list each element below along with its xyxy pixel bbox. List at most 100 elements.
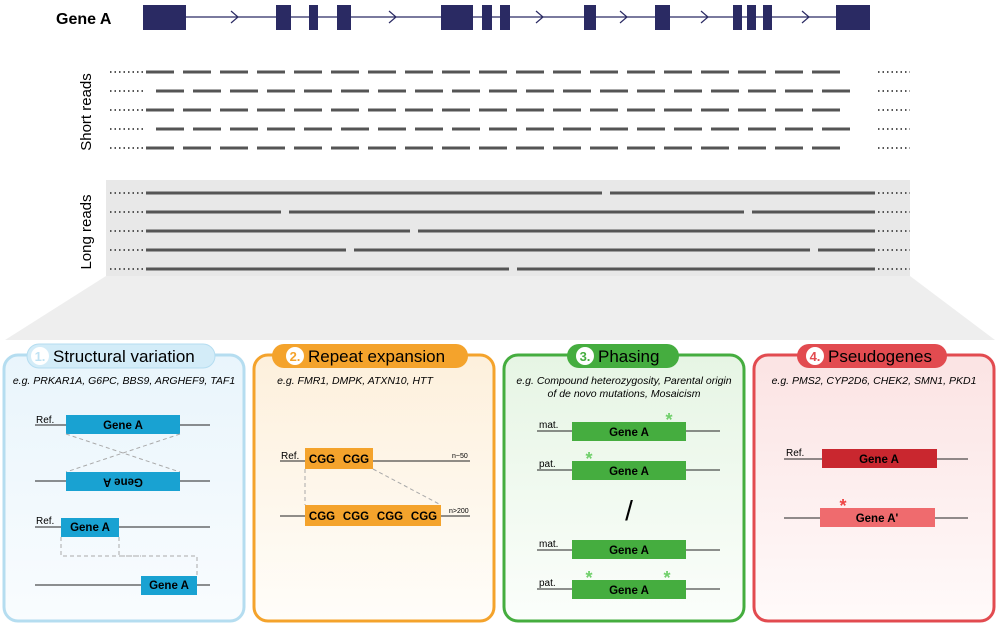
exon [584,5,596,30]
translocation-connector [118,537,198,576]
panel-examples: e.g. FMR1, DMPK, ATXN10, HTT [277,375,434,387]
inversion-connector [65,433,181,473]
exon [143,5,186,30]
gene-box-translocated [141,576,197,595]
exon [836,5,870,30]
panel-structural-variation: 1. Structural variation e.g. PRKAR1A, G6… [2,343,246,623]
long-reads [110,191,910,271]
repeat-unit-box [339,505,373,526]
panel-title: Pseudogenes [828,347,932,366]
gene-box-inverted [66,472,180,491]
panel-number: 3. [580,349,591,364]
gene-box-label: Gene A [103,420,143,432]
gene-box-pat [572,461,686,480]
ref-label: Ref. [36,415,54,426]
panel-number-badge [806,347,824,365]
gene-box-label: Gene A [70,522,110,534]
repeat-unit-box [407,505,441,526]
panel-title-pill [567,344,679,368]
gene-box-true [822,449,937,468]
exon [337,5,351,30]
panel-number: 4. [810,349,821,364]
zoom-funnel [5,276,995,340]
pat-label: pat. [539,459,556,470]
panel-title-pill [797,344,947,368]
variant-star-icon: * [585,449,592,469]
panel-pseudogenes: 4. Pseudogenes e.g. PMS2, CYP2D6, CHEK2,… [752,344,996,623]
gene-box-label: Gene A [609,545,649,557]
panel-title: Repeat expansion [308,347,445,366]
variant-star-icon: * [663,568,670,588]
exon [500,5,510,30]
panel-examples: e.g. PRKAR1A, G6PC, BBS9, ARGHEF9, TAF1 [13,375,235,387]
panel-number: 1. [35,349,46,364]
variant-star-icon: * [665,410,672,430]
gene-box-pseudogene [820,508,935,527]
panel-examples-line1: e.g. Compound heterozygosity, Parental o… [516,375,731,387]
arrow-right-icon [801,10,810,24]
repeat-unit-box [339,448,373,469]
arrow-right-icon [230,10,239,24]
exon [733,5,742,30]
panel-examples: e.g. PMS2, CYP2D6, CHEK2, SMN1, PKD1 [772,375,977,387]
repeat-unit-box [373,505,407,526]
panel-title-pill [26,343,216,369]
translocation-connector [60,537,141,557]
panel-number: 2. [290,349,301,364]
gene-box-mat [572,540,686,559]
arrow-right-icon [388,10,397,24]
panel-border [252,353,496,623]
gene-box-ref [66,415,180,434]
exon [763,5,772,30]
repeat-unit-label: CGG [377,511,403,523]
long-reads-highlight [106,180,910,276]
long-reads-label: Long reads [78,194,95,269]
mat-label: mat. [539,539,558,550]
mat-label: mat. [539,420,558,431]
exon [655,5,670,30]
panel-number-badge [576,347,594,365]
panel-title: Structural variation [53,347,195,366]
gene-box-label: Gene A [609,427,649,439]
repeat-count-small: n~50 [452,453,468,460]
long-reads-section: Long reads [78,180,910,276]
panel-title: Phasing [598,347,659,366]
exon [309,5,318,30]
ref-label: Ref. [36,516,54,527]
inversion-connector [65,433,181,473]
repeat-unit-box [305,448,339,469]
gene-box-pat [572,580,686,599]
panel-border [752,353,996,623]
short-reads [110,70,910,150]
gene-model: Gene A [56,5,870,30]
gene-box-label: Gene A [859,454,899,466]
exon [276,5,291,30]
repeat-unit-label: CGG [411,511,437,523]
repeat-unit-label: CGG [343,511,369,523]
separator-slash: / [625,495,633,526]
repeat-unit-label: CGG [309,454,335,466]
expansion-connector [372,468,442,506]
arrow-right-icon [619,10,628,24]
repeat-unit-label: CGG [343,454,369,466]
pseudogene-label: Gene A' [856,513,899,525]
exon [482,5,492,30]
ref-label: Ref. [786,448,804,459]
gene-box-inverted-label: Gene A [103,476,143,488]
short-reads-label: Short reads [78,73,95,151]
repeat-unit-box [305,505,339,526]
gene-box-ref [61,518,119,537]
arrow-right-icon [535,10,544,24]
gene-box-mat [572,422,686,441]
ref-label: Ref. [281,451,299,462]
exon [441,5,473,30]
variant-star-icon: * [585,568,592,588]
gene-exons [143,5,870,30]
panel-number-badge [286,347,304,365]
gene-title: Gene A [56,11,112,28]
arrow-right-icon [700,10,709,24]
gene-box-label: Gene A [609,585,649,597]
repeat-unit-label: CGG [309,511,335,523]
panel-repeat-expansion: 2. Repeat expansion e.g. FMR1, DMPK, ATX… [252,344,496,623]
